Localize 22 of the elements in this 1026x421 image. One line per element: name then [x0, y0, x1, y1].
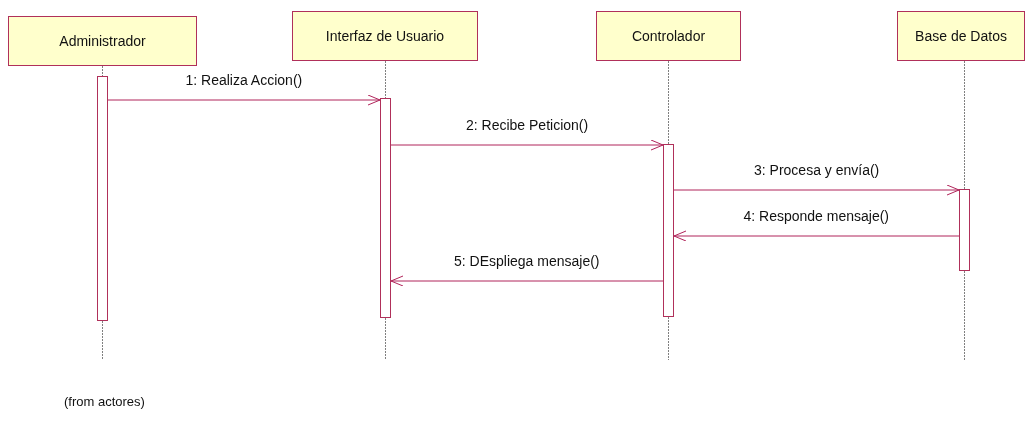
message-label: 5: DEspliega mensaje()	[452, 253, 602, 269]
lifeline-header: Base de Datos	[897, 11, 1025, 61]
message-arrow	[673, 230, 960, 242]
activation-bar	[97, 76, 108, 321]
note-text: (from actores)	[64, 394, 145, 409]
lifeline-header: Interfaz de Usuario	[292, 11, 478, 61]
lifeline-header: Controlador	[596, 11, 741, 61]
lifeline-header: Administrador	[8, 16, 197, 66]
lifeline	[102, 65, 103, 77]
message-arrow	[107, 94, 381, 106]
activation-bar	[663, 144, 674, 317]
message-arrow	[673, 184, 960, 196]
message-arrow	[390, 139, 664, 151]
message-label: 3: Procesa y envía()	[752, 162, 882, 178]
message-arrow	[390, 275, 664, 287]
activation-bar	[380, 98, 391, 318]
lifeline	[964, 60, 965, 190]
lifeline	[668, 60, 669, 145]
message-label: 2: Recibe Peticion()	[464, 117, 591, 133]
activation-bar	[959, 189, 970, 271]
lifeline	[385, 60, 386, 99]
message-label: 1: Realiza Accion()	[183, 72, 305, 88]
